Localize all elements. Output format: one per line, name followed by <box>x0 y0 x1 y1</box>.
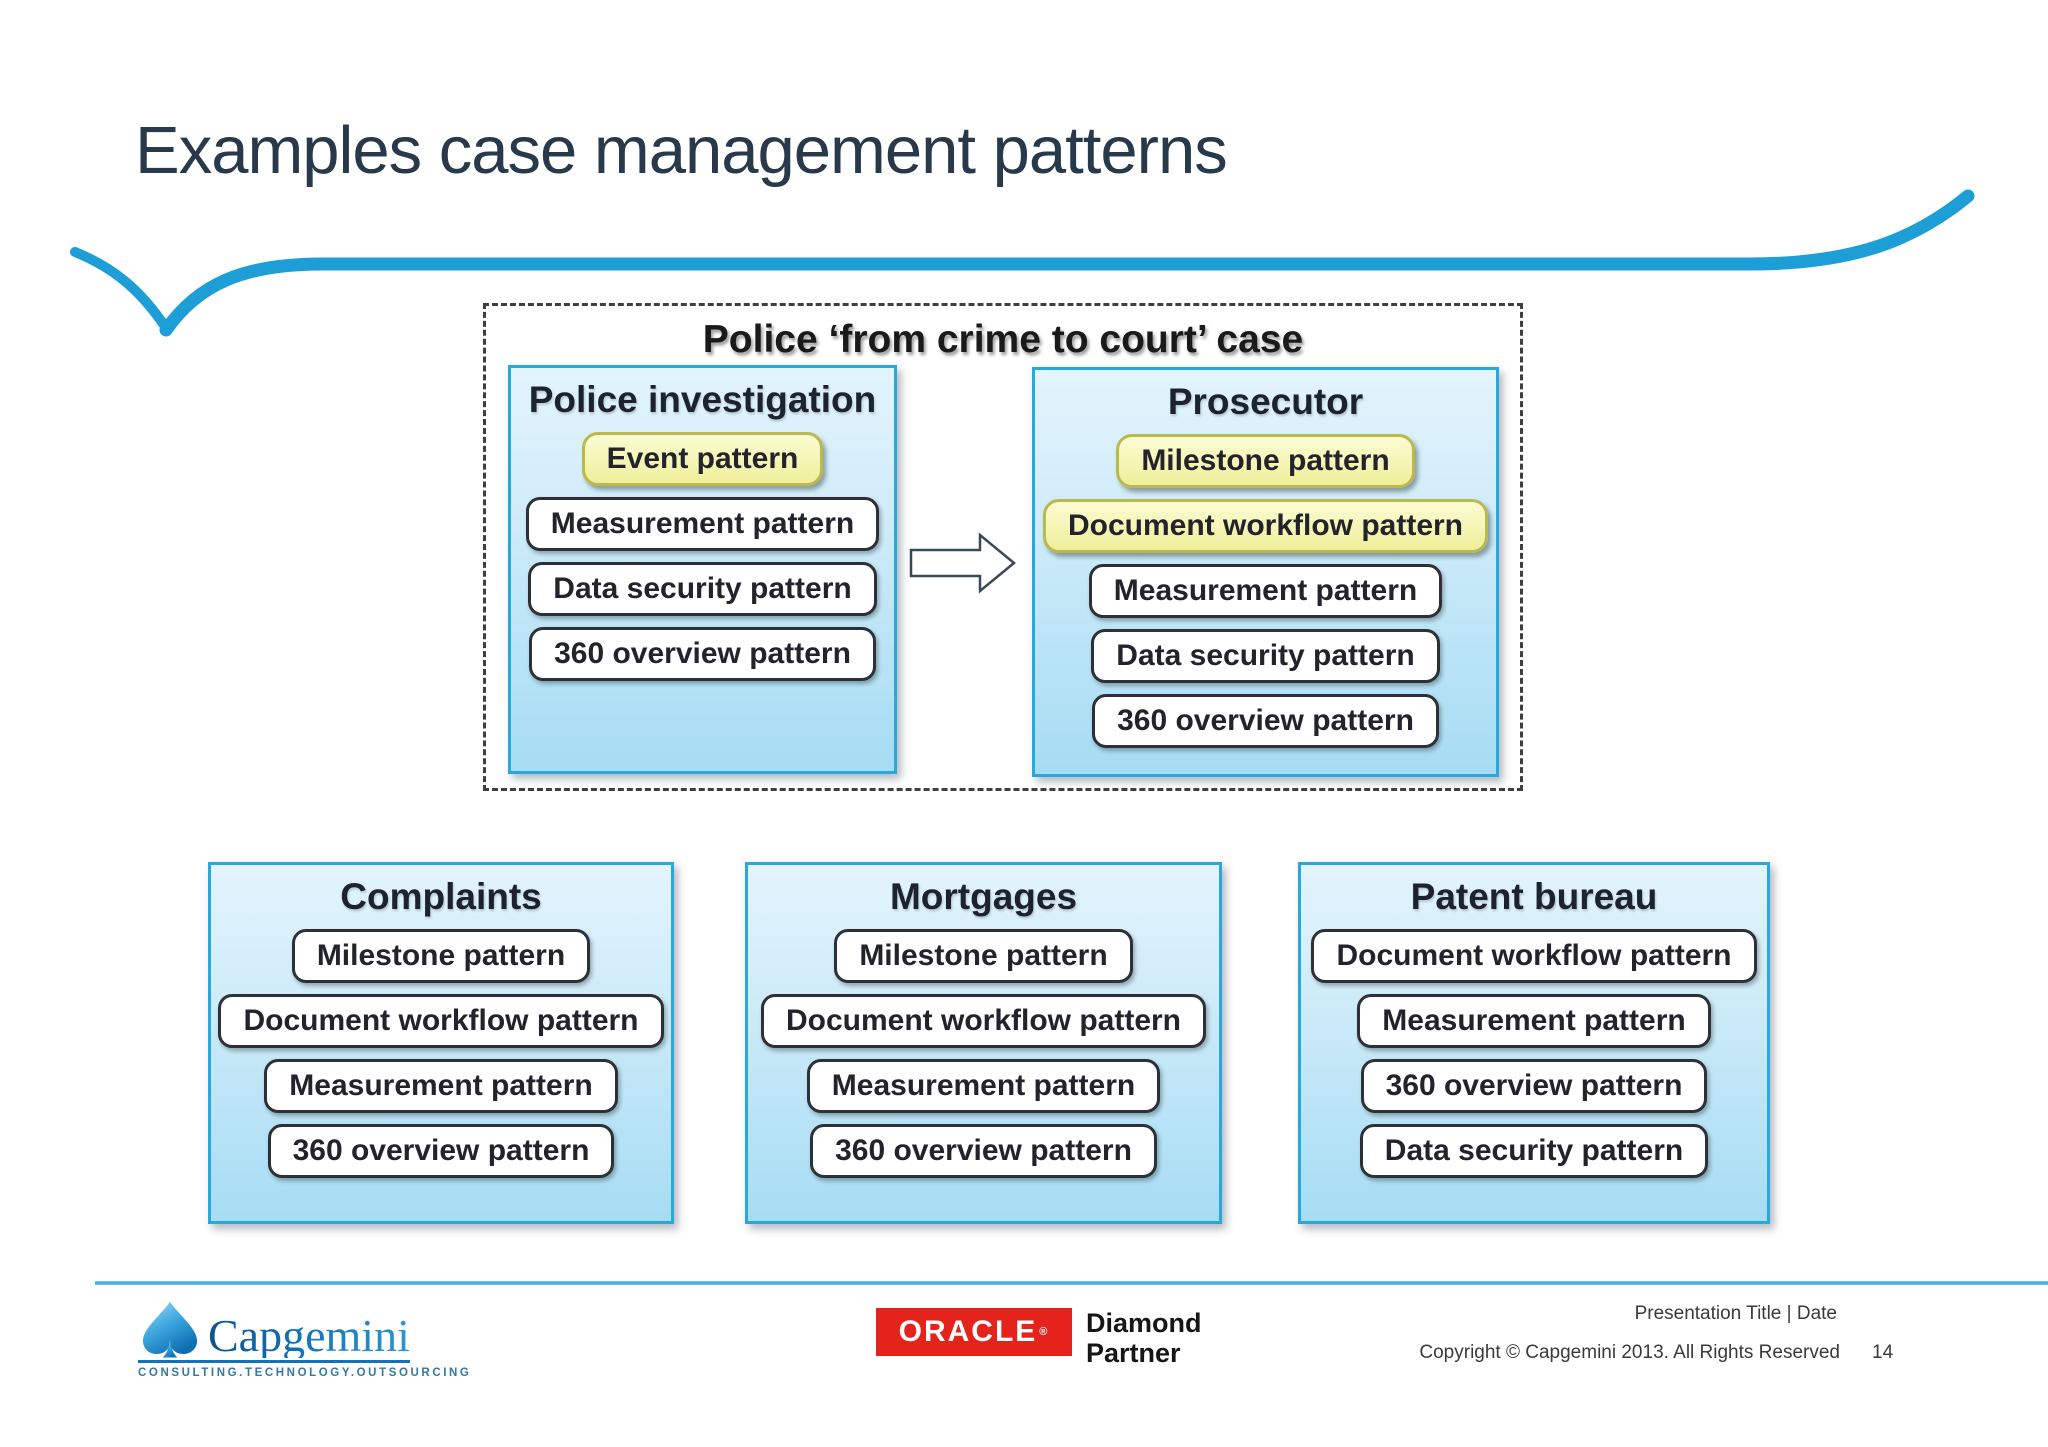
page-number: 14 <box>1872 1342 1894 1363</box>
case-box-title: Mortgages <box>889 876 1078 917</box>
police-case-group: Police ‘from crime to court’ case <box>483 303 1523 791</box>
oracle-partner-text: Diamond Partner <box>1086 1308 1202 1368</box>
flow-arrow-icon <box>909 532 1016 594</box>
registered-mark: ® <box>1039 1326 1050 1338</box>
pattern-pill: Measurement pattern <box>525 497 880 551</box>
page-title: Examples case management patterns <box>135 113 1228 188</box>
oracle-wordmark: ORACLE <box>898 1315 1038 1348</box>
capgemini-tagline: CONSULTING.TECHNOLOGY.OUTSOURCING <box>138 1367 472 1379</box>
pattern-pill: Milestone pattern <box>834 929 1133 983</box>
pattern-pill: Data security pattern <box>528 562 877 616</box>
pattern-pill: Document workflow pattern <box>760 994 1207 1048</box>
pattern-pill: 360 overview pattern <box>267 1124 615 1178</box>
capgemini-logo-top: Capgemini <box>138 1300 410 1363</box>
pattern-pill: Data security pattern <box>1091 629 1440 683</box>
capgemini-wordmark: Capgemini <box>208 1310 410 1361</box>
case-box-title: Police investigation <box>528 379 877 420</box>
pattern-pill: Milestone pattern <box>291 929 591 983</box>
pattern-pill: 360 overview pattern <box>810 1124 1157 1178</box>
pattern-pill: Measurement pattern <box>1357 994 1711 1048</box>
pattern-pill: 360 overview pattern <box>529 627 876 681</box>
pattern-pill: Document workflow pattern <box>1042 499 1489 553</box>
case-box-title: Prosecutor <box>1167 381 1364 422</box>
case-box-title: Complaints <box>340 876 542 917</box>
pattern-pill: Document workflow pattern <box>1311 929 1757 983</box>
pattern-pill: 360 overview pattern <box>1092 694 1439 748</box>
pattern-pill: Measurement pattern <box>1088 564 1443 618</box>
footer-divider <box>95 1281 2048 1285</box>
pattern-pill: Data security pattern <box>1359 1124 1709 1178</box>
partner-line-partner: Partner <box>1086 1338 1181 1368</box>
spade-icon <box>142 1301 198 1358</box>
case-box-title: Patent bureau <box>1410 876 1658 917</box>
oracle-wordmark-box: ORACLE ® <box>876 1308 1072 1356</box>
pattern-pill: Measurement pattern <box>806 1059 1161 1113</box>
pattern-pill: Measurement pattern <box>264 1059 618 1113</box>
pattern-pill: Event pattern <box>581 432 824 486</box>
footer-copyright: Copyright © Capgemini 2013. All Rights R… <box>1419 1342 1840 1363</box>
swoosh-divider-icon <box>70 189 1975 337</box>
partner-line-diamond: Diamond <box>1086 1308 1202 1338</box>
footer-presentation-meta: Presentation Title | Date <box>1634 1303 1837 1324</box>
pattern-pill: Milestone pattern <box>1116 434 1415 488</box>
pattern-pill: Document workflow pattern <box>218 994 664 1048</box>
police-case-group-title: Police ‘from crime to court’ case <box>702 318 1304 361</box>
oracle-diamond-partner-logo: ORACLE ® Diamond Partner <box>876 1308 1202 1368</box>
capgemini-logo: Capgemini CONSULTING.TECHNOLOGY.OUTSOURC… <box>138 1300 472 1379</box>
pattern-pill: 360 overview pattern <box>1360 1059 1708 1113</box>
